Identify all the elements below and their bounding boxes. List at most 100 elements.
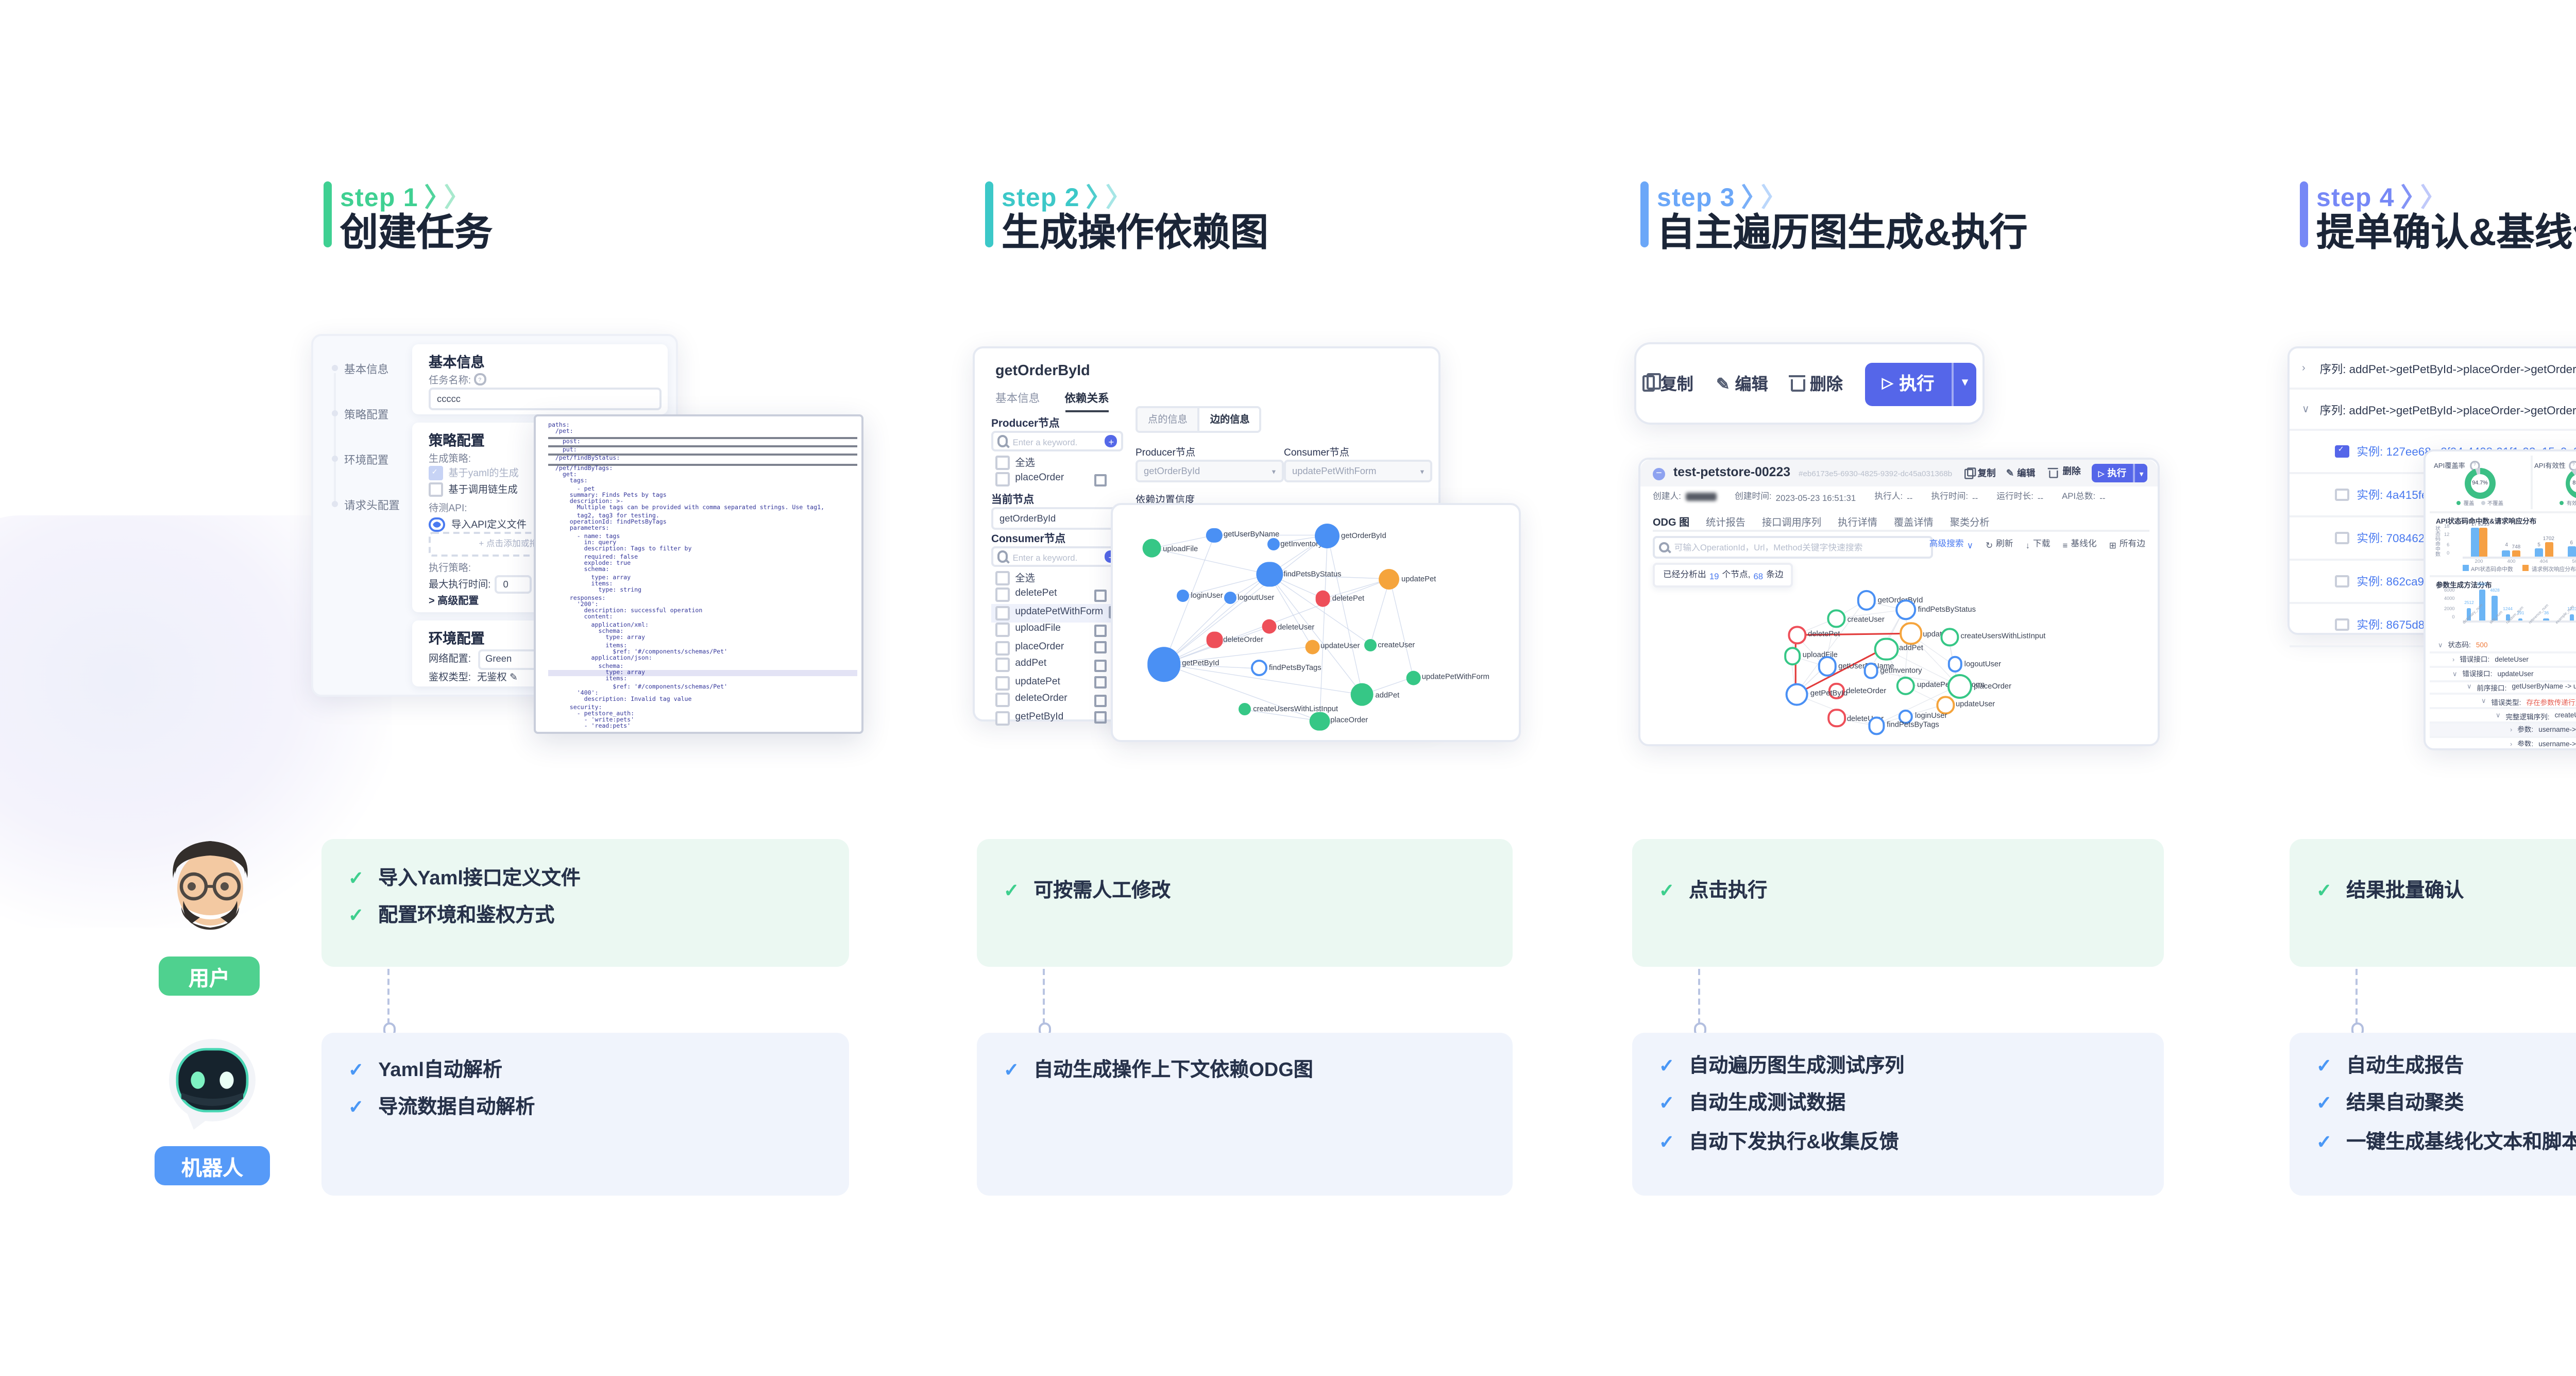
tab-dependencies[interactable]: 依赖关系 (1064, 390, 1109, 412)
graph-node-findPetsByTags[interactable]: findPetsByTags (1251, 660, 1321, 677)
graph-node-createUser[interactable]: createUser (1364, 638, 1415, 651)
tree-row[interactable]: ∨完整逻辑序列:createUser->getUserByName->updat… (2430, 710, 2576, 724)
producer-select-all[interactable]: 全选 (991, 454, 1115, 471)
graph-node-loginUser[interactable]: loginUser (1898, 709, 1947, 725)
run-tab-2[interactable]: 统计报告 (1706, 519, 1745, 530)
run-tab-1[interactable]: ODG 图 (1653, 517, 1690, 530)
checkbox-icon[interactable] (429, 466, 443, 480)
checkbox-icon[interactable] (995, 693, 1009, 708)
run-dropdown[interactable]: ▾ (1951, 362, 1977, 405)
consumer-item-全选[interactable]: 全选 (991, 569, 1111, 586)
trash-icon[interactable] (1095, 694, 1107, 707)
radio-import-api[interactable]: 导入API定义文件 (429, 516, 527, 533)
run-odg-graph[interactable]: getOrderByIdfindPetsByStatuscreateUserde… (1653, 588, 2145, 736)
delete-button[interactable]: 删除 (1789, 372, 1843, 395)
graph-node-getPetById[interactable]: getPetById (1786, 682, 1848, 706)
graph-node-createUser[interactable]: createUser (1828, 609, 1885, 628)
add-producer-button[interactable]: + (1105, 435, 1117, 447)
run-dropdown-small[interactable]: ▾ (2133, 464, 2147, 482)
tree-row[interactable]: ›参数:username->username: username->userna… (2430, 738, 2576, 746)
sequence-row[interactable]: ∨序列: addPet->getPetById->placeOrder->get… (2290, 390, 2576, 431)
checkbox-icon[interactable] (995, 676, 1009, 690)
trash-icon[interactable] (1095, 589, 1107, 602)
tool-所有边[interactable]: ⊞所有边 (2109, 538, 2145, 549)
checkbox-icon[interactable] (995, 658, 1009, 673)
delete-button-small[interactable]: 删除 (2045, 465, 2081, 481)
sequence-row[interactable]: ›序列: addPet->getPetById->placeOrder->get… (2290, 348, 2576, 390)
consumer-search[interactable]: Enter a keyword.+ (991, 546, 1123, 567)
consumer-item-getPetById[interactable]: getPetById (991, 709, 1111, 727)
task-name-input[interactable]: ccccc (429, 388, 662, 410)
graph-node-updatePet[interactable]: updatePet (1379, 568, 1436, 590)
graph-node-updateUser[interactable]: updateUser (1304, 639, 1360, 654)
tab-edge-info[interactable]: 边的信息 (1197, 408, 1260, 431)
trash-icon[interactable] (1095, 624, 1107, 637)
checkbox-icon[interactable] (995, 570, 1009, 585)
advanced-config-toggle[interactable]: > 高级配置 (429, 596, 479, 608)
chevron-icon[interactable]: ∨ (2302, 403, 2310, 415)
hours-input[interactable]: 0 (495, 574, 532, 593)
run-button-small[interactable]: ▷执行 ▾ (2091, 464, 2147, 482)
trash-icon[interactable] (1095, 641, 1107, 655)
tab-basic-info[interactable]: 基本信息 (995, 394, 1040, 406)
checkbox-icon[interactable] (429, 482, 443, 497)
edge-consumer-select[interactable]: updatePetWithForm▾ (1284, 460, 1432, 482)
run-tab-3[interactable]: 接口调用序列 (1761, 519, 1822, 530)
consumer-item-uploadFile[interactable]: uploadFile (991, 622, 1111, 639)
graph-node-deletePet[interactable]: deletePet (1316, 591, 1364, 606)
graph-node-getInventory[interactable]: getInventory (1266, 538, 1322, 550)
help-icon[interactable]: ? (474, 374, 486, 386)
trash-icon[interactable] (1095, 473, 1107, 486)
graph-node-updatePetWithForm[interactable]: updatePetWithForm (1405, 669, 1489, 685)
checkbox-icon[interactable] (995, 606, 1009, 620)
graph-node-deletePet[interactable]: deletePet (1788, 626, 1840, 644)
tool-高级搜索[interactable]: 高级搜索∨ (1929, 538, 1973, 549)
run-tab-4[interactable]: 执行详情 (1838, 519, 1877, 530)
edge-producer-select[interactable]: getOrderById▾ (1136, 460, 1284, 482)
graph-node-addPet[interactable]: addPet (1874, 636, 1923, 660)
consumer-item-addPet[interactable]: addPet (991, 657, 1111, 674)
checkbox-icon[interactable] (2335, 531, 2349, 545)
producer-item-placeOrder[interactable]: placeOrder (991, 471, 1111, 489)
copy-button[interactable]: 复制 (1641, 372, 1693, 395)
checkbox-icon[interactable] (995, 588, 1009, 602)
graph-node-findPetsByStatus[interactable]: findPetsByStatus (1895, 599, 1976, 620)
collapse-icon[interactable]: − (1653, 467, 1665, 479)
graph-node-updateUser[interactable]: updateUser (1936, 695, 1995, 714)
tab-node-info[interactable]: 点的信息 (1138, 408, 1198, 431)
checkbox-icon[interactable] (2335, 574, 2349, 589)
tree-row[interactable]: ›参数:username->username(8)全选 (2430, 724, 2576, 738)
graph-node-deleteUser[interactable]: deleteUser (1828, 709, 1884, 727)
consumer-item-updatePetWithForm[interactable]: updatePetWithForm (991, 604, 1121, 622)
graph-node-placeOrder[interactable]: placeOrder (1947, 673, 2011, 698)
trash-icon[interactable] (1095, 676, 1107, 690)
consumer-item-deletePet[interactable]: deletePet (991, 586, 1111, 604)
consumer-item-deleteOrder[interactable]: deleteOrder (991, 692, 1111, 709)
graph-node-getOrderById[interactable]: getOrderById (1315, 523, 1386, 548)
run-tab-5[interactable]: 覆盖详情 (1893, 519, 1934, 530)
trash-icon[interactable] (1095, 659, 1107, 672)
tree-row[interactable]: ∨错误接口:updateUser (2430, 667, 2576, 682)
radio-icon[interactable] (429, 516, 445, 533)
checkbox-icon[interactable] (995, 455, 1009, 469)
yaml-code[interactable]: paths: /pet: post: put: /pet/findByStatu… (536, 416, 861, 732)
checkbox-icon[interactable] (995, 623, 1009, 637)
checkbox-icon[interactable] (995, 473, 1009, 487)
consumer-item-updatePet[interactable]: updatePet (991, 674, 1111, 692)
graph-node-getUserByName[interactable]: getUserByName (1207, 527, 1279, 543)
checkbox-icon[interactable] (2335, 444, 2349, 459)
graph-node-findPetsByTags[interactable]: findPetsByTags (1867, 716, 1939, 735)
checkbox-icon[interactable] (995, 711, 1009, 725)
auth-value-edit[interactable]: 无鉴权 ✎ (477, 674, 518, 684)
graph-node-uploadFile[interactable]: uploadFile (1143, 539, 1198, 558)
tool-刷新[interactable]: ↻刷新 (1985, 538, 2013, 549)
graph-node-placeOrder[interactable]: placeOrder (1310, 711, 1368, 731)
graph-node-deleteUser[interactable]: deleteUser (1261, 619, 1314, 634)
graph-node-deleteOrder[interactable]: deleteOrder (1207, 632, 1263, 648)
graph-node-uploadFile[interactable]: uploadFile (1784, 647, 1838, 665)
chevron-icon[interactable]: › (2302, 362, 2306, 374)
tree-row[interactable]: ∨错误类型:存在参数传递行为(8) (2430, 696, 2576, 710)
graph-node-deleteOrder[interactable]: deleteOrder (1829, 683, 1886, 699)
sidebar-item-environment[interactable]: 环境配置 (344, 456, 389, 468)
